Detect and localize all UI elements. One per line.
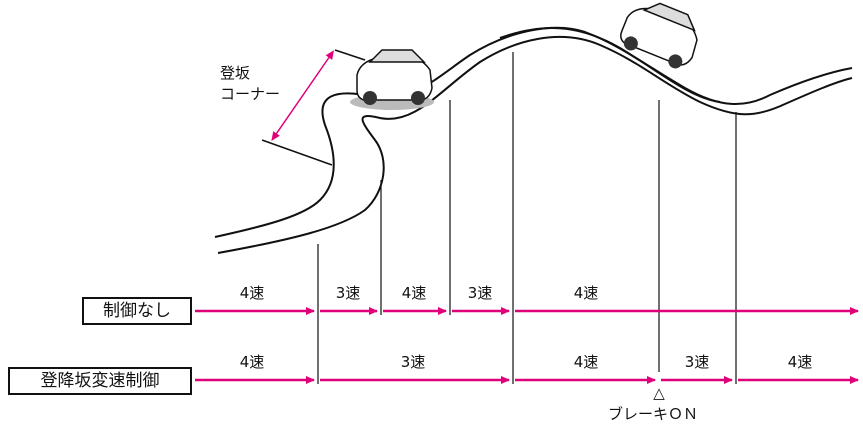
row2-seg2-label: 3速 [401,353,426,371]
row1-seg1-label: 4速 [240,284,265,302]
slope-ref-line-top [334,49,366,61]
row2-seg5-label: 4速 [788,353,813,371]
slope-label-line1: 登坂 [220,64,250,82]
row1-seg2-label: 3速 [336,284,361,302]
brake-on-label: ブレーキＯＮ [608,405,698,423]
row2-seg4-label: 3速 [685,353,710,371]
road-edge-lower [217,35,853,254]
brake-marker-icon: △ [653,384,665,402]
row-label-no-control: 制御なし [82,297,192,325]
row1-seg4-label: 3速 [468,284,493,302]
slope-label-line2: コーナー [220,85,280,103]
road [214,26,853,254]
hill-slope [499,27,721,103]
road-edge-upper [214,26,853,238]
slope-height-arrow [271,50,334,141]
slope-ref-line-bottom [261,139,333,166]
row-label-slope-shift-control: 登降坂変速制御 [8,367,192,395]
row1-seg5-label: 4速 [574,284,599,302]
car-icon [350,49,434,110]
row1-seg3-label: 4速 [402,284,427,302]
section-dividers [317,52,737,384]
row2-seg3-label: 4速 [574,353,599,371]
car-icon [620,2,698,69]
row2-seg1-label: 4速 [240,353,265,371]
